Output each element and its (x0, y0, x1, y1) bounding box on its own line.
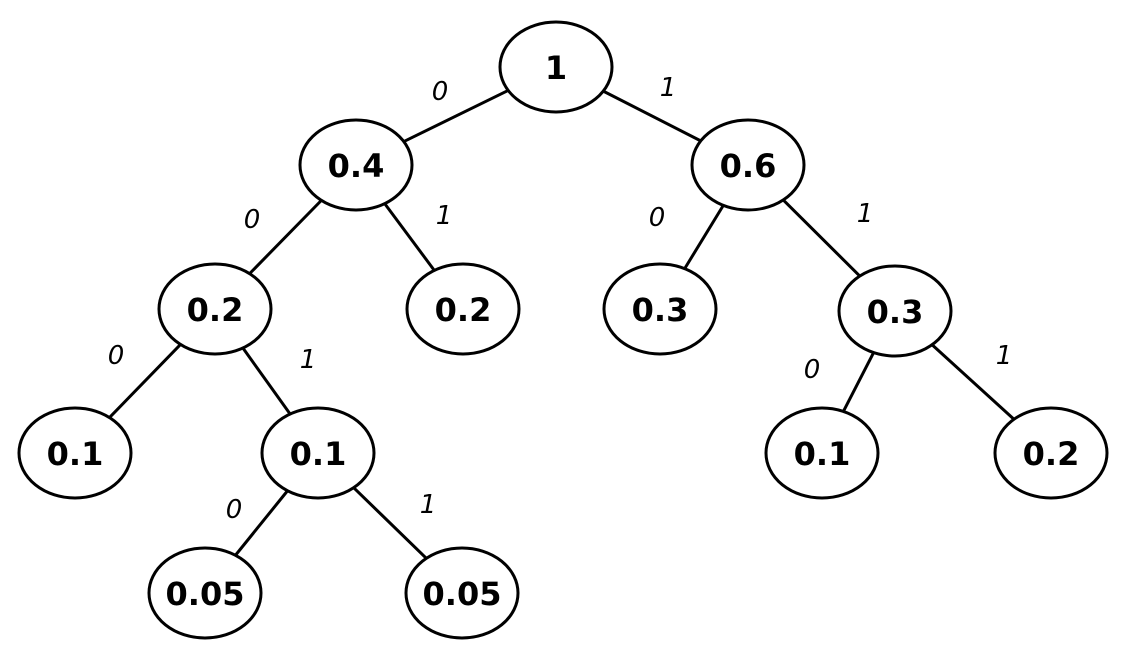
edge-label-rr-rrr: 1 (996, 341, 1013, 371)
tree-node-llrl: 0.05 (147, 546, 263, 640)
edge-label-l-ll: 0 (244, 205, 261, 235)
node-label-rr: 0.3 (867, 293, 924, 331)
edge-label-l-lr: 1 (436, 201, 453, 231)
node-ellipse-lll (17, 406, 133, 500)
node-label-ll: 0.2 (187, 291, 244, 329)
node-ellipse-rrl (764, 406, 880, 500)
node-ellipse-lr (405, 262, 521, 356)
edge-root-l (403, 89, 509, 143)
edge-r-rl (683, 204, 725, 270)
node-label-rl: 0.3 (632, 291, 689, 329)
edge-l-lr (383, 202, 436, 272)
tree-node-lll: 0.1 (17, 406, 133, 500)
node-label-llrl: 0.05 (166, 575, 245, 613)
edge-label-r-rl: 0 (649, 203, 666, 233)
node-ellipse-l (298, 118, 414, 212)
edge-label-llr-llrl: 0 (226, 495, 243, 525)
edge-label-r-rr: 1 (857, 199, 874, 229)
edge-label-ll-llr: 1 (300, 345, 317, 375)
tree-node-rl: 0.3 (602, 262, 718, 356)
node-label-llr: 0.1 (290, 435, 347, 473)
edge-rr-rrl (842, 351, 875, 413)
node-ellipse-rrr (993, 406, 1109, 500)
node-label-rrl: 0.1 (794, 435, 851, 473)
edge-ll-llr (241, 347, 292, 415)
edge-label-ll-lll: 0 (108, 341, 125, 371)
tree-node-root: 1 (498, 20, 614, 114)
node-ellipse-r (690, 118, 806, 212)
edge-label-rr-rrl: 0 (804, 355, 821, 385)
tree-node-rrl: 0.1 (764, 406, 880, 500)
node-ellipse-llrr (404, 546, 520, 640)
tree-node-rr: 0.3 (837, 264, 953, 358)
edge-llr-llrl (234, 489, 289, 557)
node-label-l: 0.4 (328, 147, 385, 185)
edge-l-ll (248, 199, 323, 275)
edge-label-root-l: 0 (432, 77, 449, 107)
node-ellipse-llrl (147, 546, 263, 640)
node-ellipse-rl (602, 262, 718, 356)
node-label-llrr: 0.05 (423, 575, 502, 613)
edge-root-r (602, 89, 702, 143)
node-ellipse-llr (260, 406, 376, 500)
edge-r-rr (782, 198, 861, 278)
node-label-lr: 0.2 (435, 291, 492, 329)
edge-llr-llrr (352, 486, 428, 560)
node-label-root: 1 (545, 49, 567, 87)
edge-ll-lll (108, 343, 182, 419)
edge-rr-rrr (931, 343, 1015, 421)
node-label-r: 0.6 (720, 147, 777, 185)
tree-node-lr: 0.2 (405, 262, 521, 356)
tree-node-ll: 0.2 (157, 262, 273, 356)
node-ellipse-root (498, 20, 614, 114)
nodes-layer: 1 0.4 0.6 0.2 0.2 0.3 0.3 0.1 0.1 0.1 0.2 0.05 0.05 (17, 20, 1109, 640)
node-ellipse-ll (157, 262, 273, 356)
tree-node-llr: 0.1 (260, 406, 376, 500)
edge-label-root-r: 1 (660, 73, 677, 103)
edge-label-llr-llrr: 1 (420, 490, 437, 520)
tree-node-llrr: 0.05 (404, 546, 520, 640)
node-label-lll: 0.1 (47, 435, 104, 473)
tree-node-rrr: 0.2 (993, 406, 1109, 500)
tree-node-r: 0.6 (690, 118, 806, 212)
node-ellipse-rr (837, 264, 953, 358)
node-label-rrr: 0.2 (1023, 435, 1080, 473)
tree-node-l: 0.4 (298, 118, 414, 212)
edges-layer: 0 1 0 1 0 1 0 1 0 1 0 1 (108, 73, 1015, 560)
